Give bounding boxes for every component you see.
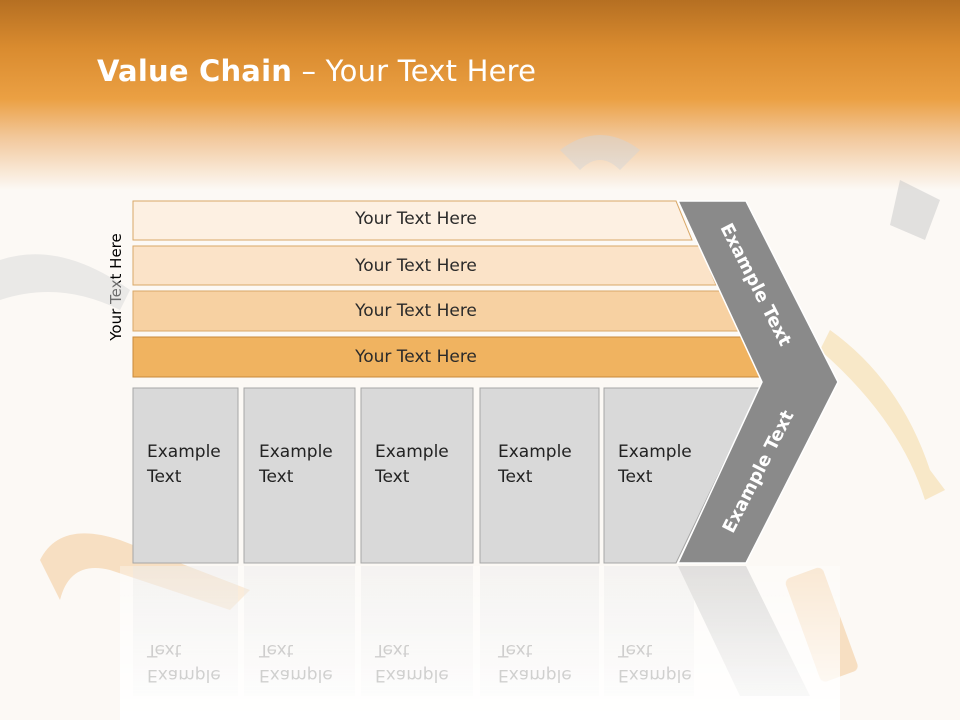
slide-title: Value Chain – Your Text Here bbox=[97, 54, 536, 88]
bar-2-shape bbox=[132, 245, 717, 286]
header-banner bbox=[0, 0, 960, 190]
box-3-reflection-line1: Example bbox=[375, 665, 449, 685]
box-5-reflection: Example Text bbox=[618, 637, 692, 687]
bar-1-shape bbox=[132, 200, 693, 241]
box-4-line2: Text bbox=[498, 467, 533, 487]
box-3-line1: Example bbox=[375, 442, 449, 462]
box-4-reflection: Example Text bbox=[498, 637, 572, 687]
box-5-shape bbox=[603, 387, 761, 564]
box-1-reflection-line1: Example bbox=[147, 665, 221, 685]
box-1-line1: Example bbox=[147, 442, 221, 462]
box-4-reflection-line2: Text bbox=[498, 640, 533, 660]
bar-3-label: Your Text Here bbox=[355, 301, 477, 321]
box-4-shape bbox=[479, 387, 600, 564]
box-1-reflection-line2: Text bbox=[147, 640, 182, 660]
box-5-reflection-line2: Text bbox=[618, 640, 653, 660]
box-3-shape bbox=[360, 387, 474, 564]
box-5-line1: Example bbox=[618, 442, 692, 462]
box-2-shape bbox=[243, 387, 356, 564]
box-4-line1: Example bbox=[498, 442, 572, 462]
title-rest: – Your Text Here bbox=[292, 54, 537, 88]
box-1-shape bbox=[132, 387, 239, 564]
chevron-shape bbox=[676, 200, 839, 564]
box-2-line2: Text bbox=[259, 467, 294, 487]
box-5-reflection-line1: Example bbox=[618, 665, 692, 685]
box-5-line2: Text bbox=[618, 467, 653, 487]
box-4-reflection-line1: Example bbox=[498, 665, 572, 685]
box-3-reflection-line2: Text bbox=[375, 640, 410, 660]
box-1-reflection: Example Text bbox=[147, 637, 221, 687]
box-2-reflection-line1: Example bbox=[259, 665, 333, 685]
bar-1-label: Your Text Here bbox=[355, 209, 477, 229]
box-3-reflection: Example Text bbox=[375, 637, 449, 687]
box-2-line1: Example bbox=[259, 442, 333, 462]
bar-4-label: Your Text Here bbox=[355, 347, 477, 367]
box-1-line2: Text bbox=[147, 467, 182, 487]
reflection-fade bbox=[120, 566, 840, 720]
box-3-line2: Text bbox=[375, 467, 410, 487]
title-bold: Value Chain bbox=[97, 54, 293, 88]
bar-2-label: Your Text Here bbox=[355, 256, 477, 276]
box-2-reflection-line2: Text bbox=[259, 640, 294, 660]
box-2-reflection: Example Text bbox=[259, 637, 333, 687]
